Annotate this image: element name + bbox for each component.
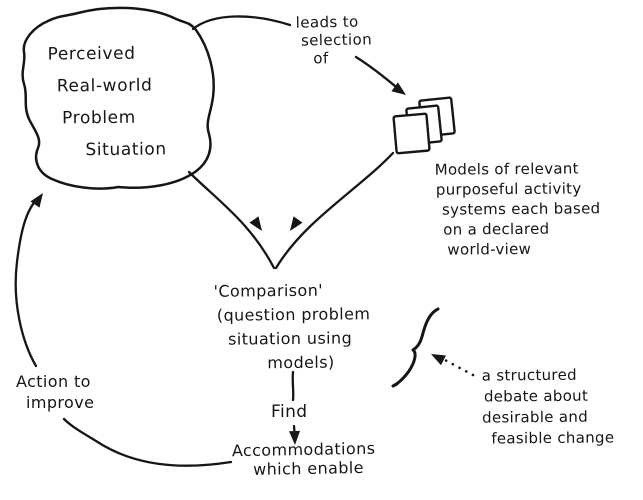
structured-debate-label: a structured debate about desirable and …	[482, 364, 615, 449]
debate-line: desirable and	[482, 407, 589, 427]
cloud-label: Perceived Real-world Problem Situation	[41, 37, 166, 166]
leads-to-line: selection	[300, 30, 373, 50]
leads-to-line: of	[313, 49, 329, 68]
arrowhead	[30, 193, 43, 208]
leads-to-line: leads to	[295, 12, 359, 32]
comparison-label: 'Comparison' (question problem situation…	[214, 278, 371, 376]
models-caption-line: systems each based	[441, 199, 601, 219]
arrowhead	[290, 216, 303, 231]
problem-situation-cloud	[21, 6, 215, 190]
arrowhead	[391, 82, 406, 95]
accommodations-line: which enable	[253, 457, 365, 479]
cloud-label-line: Problem	[62, 107, 136, 129]
leads-to-label: leads to selection of	[295, 12, 373, 68]
cloud-label-line: Perceived	[47, 43, 136, 65]
arc-models-to-comparison	[274, 151, 395, 270]
models-caption-line: Models of relevant	[434, 159, 579, 179]
models-caption-line: on a declared	[443, 219, 550, 239]
action-line: Action to	[16, 372, 91, 391]
arrowhead	[249, 216, 262, 231]
arrowhead	[431, 354, 446, 366]
comparison-line: 'Comparison'	[213, 280, 324, 301]
arc-cloud-to-leads-to	[191, 15, 292, 31]
accommodations-line: Accommodations	[231, 438, 376, 461]
models-caption: Models of relevant purposeful activity s…	[435, 158, 601, 259]
find-label: Find	[271, 402, 308, 422]
accommodations-label: Accommodations which enable	[232, 439, 376, 479]
arc-cloud-to-comparison	[187, 170, 276, 270]
comparison-line: (question problem	[216, 304, 371, 325]
debate-line: feasible change	[491, 428, 615, 448]
comparison-line: situation using	[228, 328, 353, 349]
models-caption-line: world-view	[447, 239, 532, 259]
cloud-label-line: Situation	[85, 139, 167, 161]
comparison-line: models)	[267, 352, 335, 373]
dotted-pointer	[441, 357, 475, 377]
action-to-improve-label: Action to improve	[16, 371, 94, 413]
models-stack-icon	[392, 96, 456, 155]
arc-accommodations-to-action	[62, 417, 233, 467]
debate-line: debate about	[483, 386, 589, 406]
arrowhead	[289, 430, 301, 445]
line-comparison-to-find	[291, 370, 295, 402]
debate-brace	[391, 307, 440, 388]
debate-line: a structured	[481, 365, 577, 385]
action-line: improve	[26, 393, 95, 412]
arc-action-to-cloud	[14, 196, 40, 368]
models-caption-line: purposeful activity	[435, 179, 582, 199]
cloud-label-line: Real-world	[56, 75, 153, 97]
